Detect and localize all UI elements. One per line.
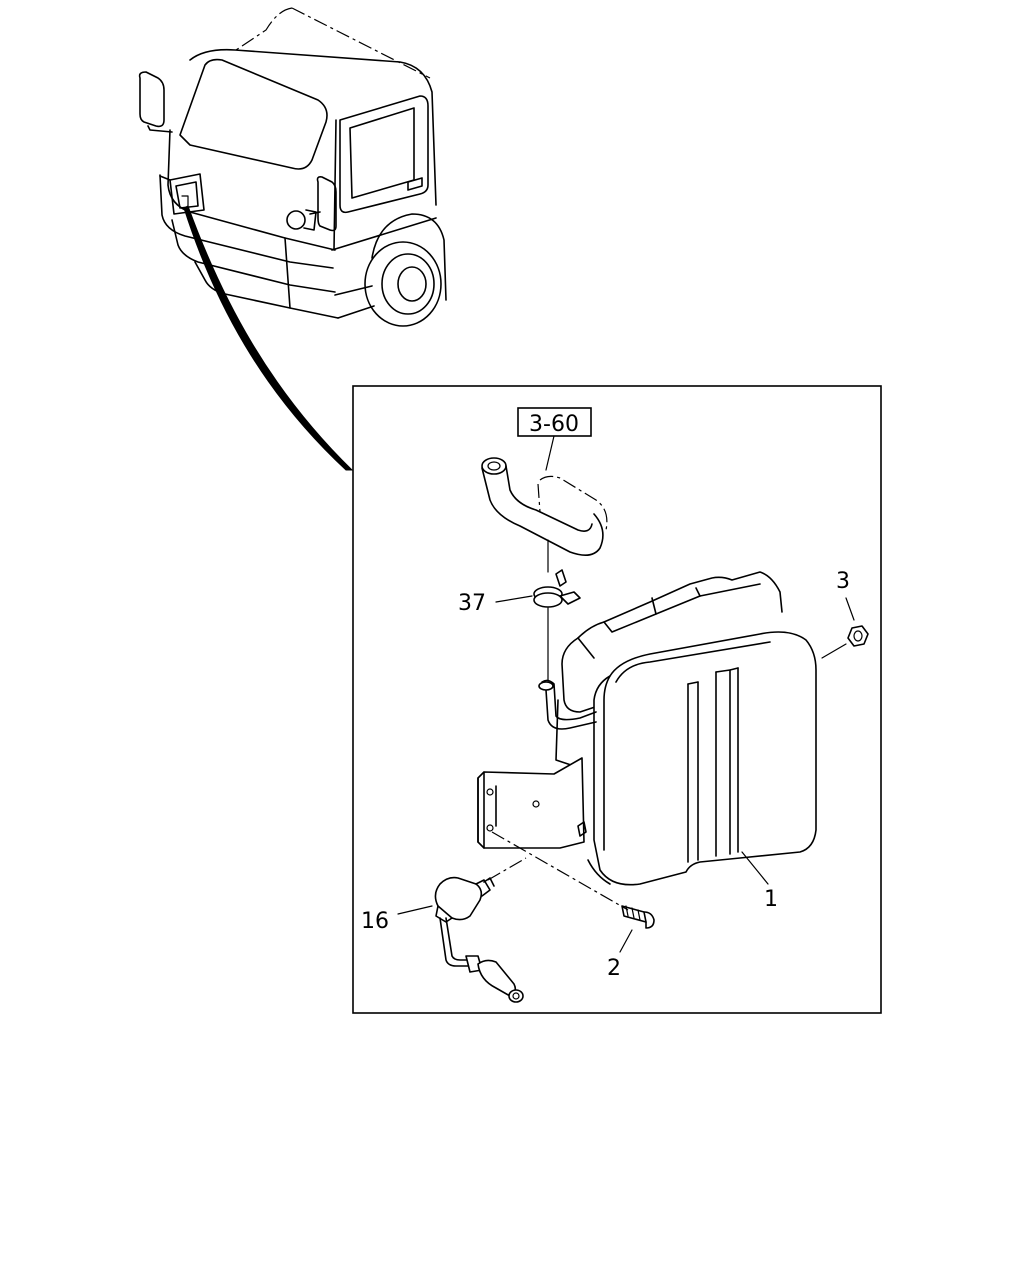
- hose-part: [481, 457, 608, 556]
- detail-frame: [352, 385, 882, 1014]
- truck-cab-drawing: [138, 7, 447, 327]
- reference-label: 3-60: [529, 412, 579, 437]
- callout-16: 16: [361, 909, 389, 934]
- bolt-part: [491, 831, 655, 929]
- detail-leader-arrow: [183, 205, 354, 471]
- callout-3: 3: [836, 569, 850, 594]
- callout-2: 2: [607, 956, 621, 981]
- callout-1: 1: [764, 887, 778, 912]
- callout-37: 37: [458, 591, 486, 616]
- tank-part: [538, 571, 817, 886]
- hose-clamp-part: [533, 539, 581, 681]
- mounting-bracket: [477, 757, 587, 849]
- level-switch-part: [434, 857, 527, 1003]
- nut-part: [847, 625, 869, 647]
